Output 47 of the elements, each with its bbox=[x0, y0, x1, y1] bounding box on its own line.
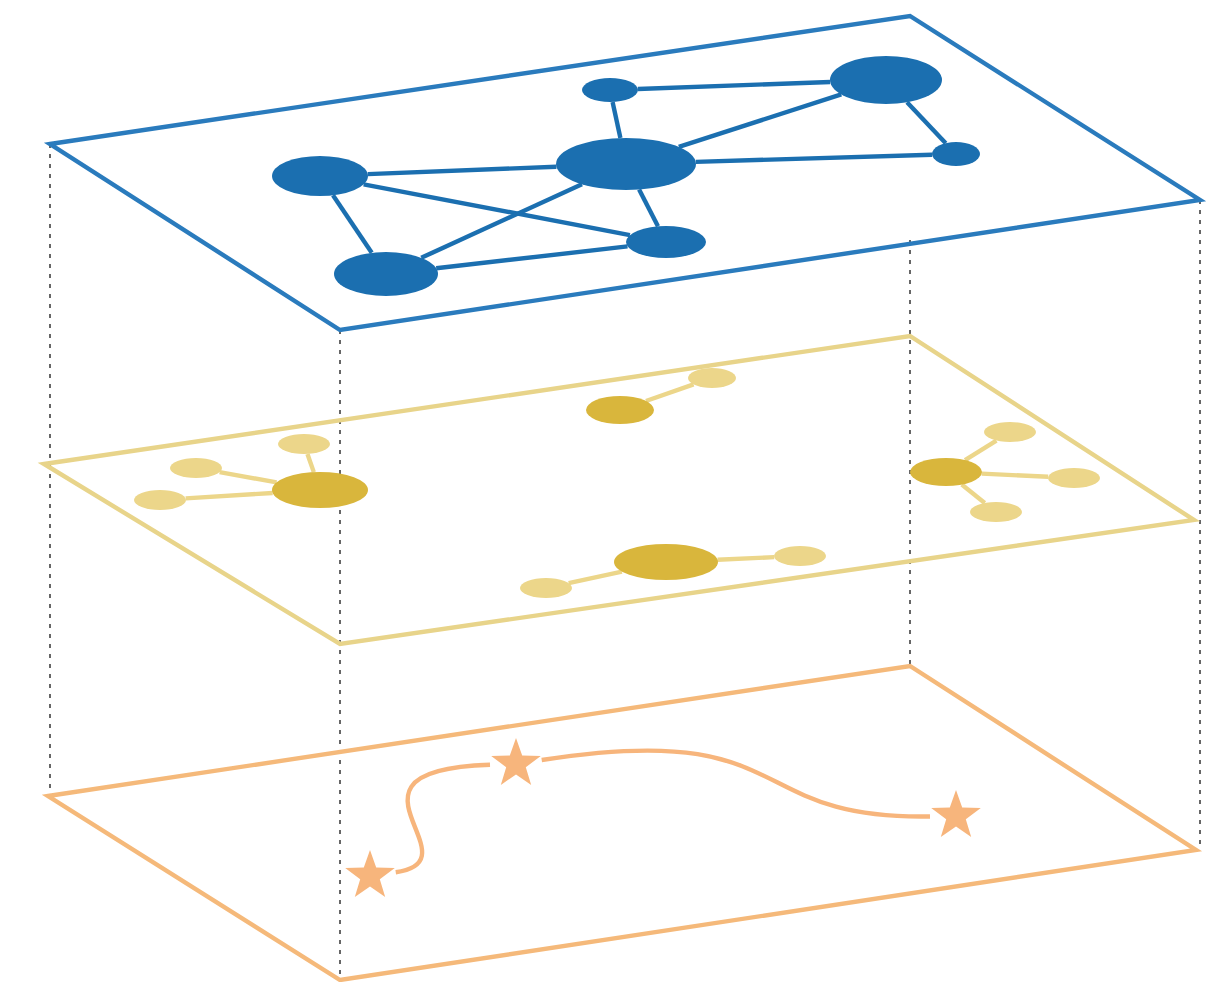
network-node bbox=[774, 546, 826, 566]
network-node bbox=[932, 142, 980, 166]
network-node bbox=[272, 156, 368, 196]
network-node bbox=[582, 78, 638, 102]
network-node bbox=[134, 490, 186, 510]
connector-line bbox=[367, 164, 557, 177]
network-node bbox=[334, 252, 438, 296]
connector-line bbox=[219, 470, 277, 485]
connector-line bbox=[420, 182, 583, 260]
network-node bbox=[984, 422, 1036, 442]
network-node bbox=[1048, 468, 1100, 488]
connector-line bbox=[695, 152, 933, 165]
network-node bbox=[520, 578, 572, 598]
layer-plane bbox=[44, 336, 1194, 644]
network-node bbox=[970, 502, 1022, 522]
star-node bbox=[490, 738, 542, 790]
connector-line bbox=[541, 748, 931, 819]
network-node bbox=[586, 396, 654, 424]
network-node bbox=[910, 458, 982, 486]
connector-line bbox=[305, 453, 316, 473]
connector-line bbox=[637, 79, 831, 92]
connector-line bbox=[435, 244, 628, 271]
network-node bbox=[272, 472, 368, 508]
network-node bbox=[278, 434, 330, 454]
connector-line bbox=[568, 569, 623, 586]
connector-line bbox=[331, 194, 374, 255]
network-node bbox=[170, 458, 222, 478]
layer-plane bbox=[48, 666, 1196, 980]
layer-plane bbox=[50, 16, 1200, 330]
network-node bbox=[614, 544, 718, 580]
connector-line bbox=[637, 188, 660, 228]
network-node bbox=[688, 368, 736, 388]
connector-line bbox=[960, 482, 987, 505]
network-node bbox=[626, 226, 706, 258]
connector-line bbox=[610, 101, 623, 139]
connector-line bbox=[363, 182, 631, 238]
network-node bbox=[830, 56, 942, 104]
connector-line bbox=[717, 554, 775, 562]
star-node bbox=[344, 850, 396, 902]
connector-line bbox=[185, 490, 273, 501]
star-node bbox=[930, 790, 982, 842]
connector-line bbox=[981, 471, 1049, 479]
connector-line bbox=[678, 92, 842, 150]
connector-line bbox=[645, 382, 695, 404]
connector-line bbox=[905, 100, 948, 145]
connector-line bbox=[963, 438, 998, 462]
network-node bbox=[556, 138, 696, 190]
